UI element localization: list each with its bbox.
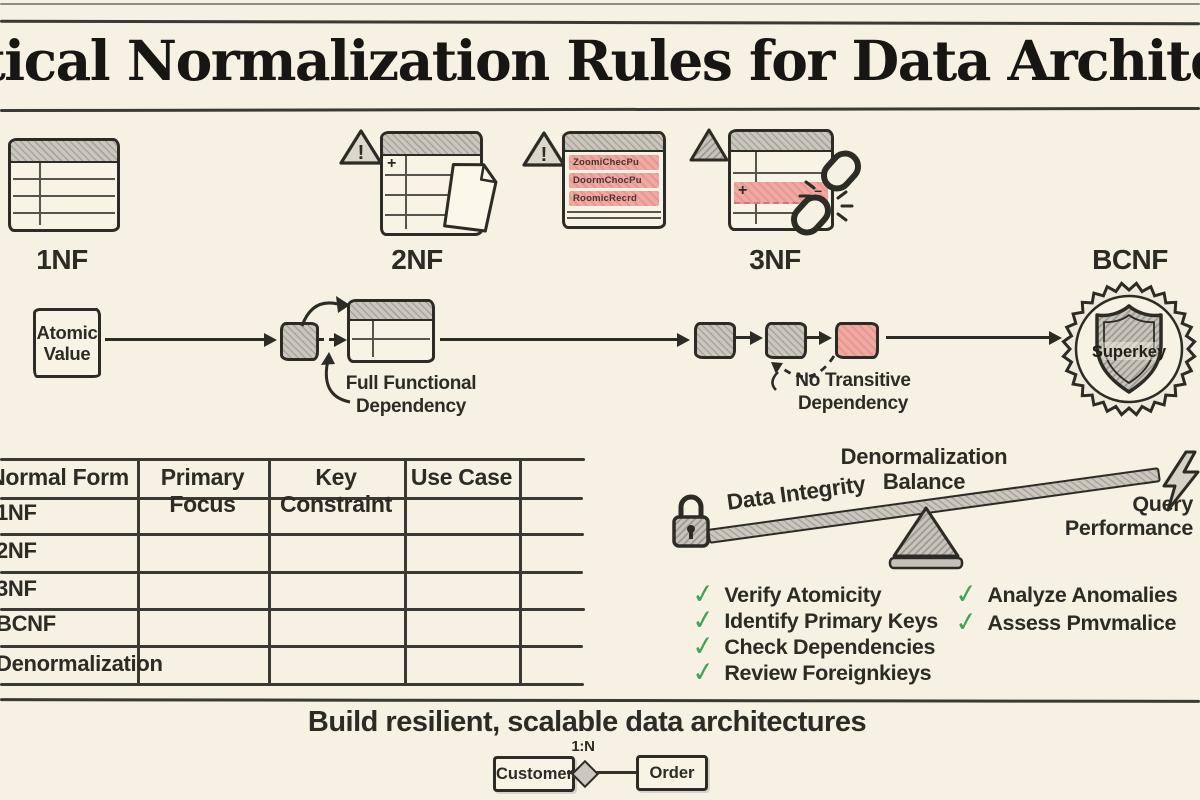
checklist-item: ✓ Review Foreignkieys bbox=[690, 655, 932, 689]
stage-label-3nf: 3NF bbox=[749, 244, 801, 275]
er-relationship-diamond bbox=[570, 759, 600, 789]
table-row-label: Denormalization bbox=[0, 651, 163, 676]
check-icon: ✓ bbox=[690, 629, 717, 663]
er-entity-customer: Customer bbox=[493, 756, 575, 792]
fulcrum bbox=[888, 506, 964, 570]
curved-arrow bbox=[300, 296, 350, 327]
col-header: Use Case bbox=[410, 464, 513, 490]
anomaly-table-icon: ZoomiChecPu DoormChocPu RoomicRecrd bbox=[562, 131, 666, 229]
atomic-value-label: Atomic Value bbox=[36, 322, 98, 364]
col-header: Normal Form bbox=[0, 464, 129, 490]
warning-icon: ! bbox=[339, 129, 383, 165]
page-title: Critical Normalization Rules for Data Ar… bbox=[0, 28, 1200, 93]
full-functional-dependency-label: Full Functional Dependency bbox=[345, 373, 477, 417]
dash-mark: – bbox=[814, 182, 822, 198]
stage-label-2nf: 2NF bbox=[391, 244, 443, 275]
stage-label-bcnf: BCNF bbox=[1092, 244, 1168, 275]
checklist-text: Identify Primary Keys bbox=[724, 609, 938, 633]
check-icon: ✓ bbox=[690, 655, 717, 689]
anomaly-row: ZoomiChecPu bbox=[569, 155, 659, 170]
anomaly-row: DoormChocPu bbox=[569, 173, 659, 188]
table-header-band bbox=[11, 141, 117, 163]
dashed-dependency-arrow bbox=[318, 338, 335, 341]
table-row-label: BCNF bbox=[0, 611, 56, 636]
lock-icon bbox=[672, 494, 710, 548]
checklist-item: ✓ Assess Pmvmalice bbox=[953, 605, 1177, 639]
svg-text:!: ! bbox=[541, 144, 548, 166]
2nf-result-table-icon bbox=[347, 299, 435, 363]
checklist-text: Verify Atomicity bbox=[724, 583, 882, 607]
bcnf-badge: Superkey bbox=[1061, 281, 1197, 417]
checklist-text: Analyze Anomalies bbox=[987, 583, 1178, 607]
flow-arrow bbox=[806, 336, 820, 339]
query-performance-label: Query Performance bbox=[1064, 492, 1193, 540]
attribute-box bbox=[765, 322, 807, 359]
no-transitive-dashed-arrow bbox=[771, 355, 836, 391]
checklist-item: ✓ Check Dependencies bbox=[690, 629, 936, 663]
header-rule-bottom bbox=[0, 106, 1200, 113]
er-cardinality-label: 1:N bbox=[571, 738, 595, 755]
plus-mark: + bbox=[738, 182, 748, 199]
footer-rule bbox=[0, 698, 1200, 703]
header-rule-top bbox=[0, 19, 1200, 26]
triangle-icon bbox=[689, 128, 729, 162]
checklist-text: Review Foreignkieys bbox=[724, 661, 932, 685]
checklist-item: ✓ Identify Primary Keys bbox=[690, 603, 938, 637]
check-icon: ✓ bbox=[953, 605, 980, 639]
col-header: Primary Focus bbox=[160, 464, 245, 517]
broken-link-icon bbox=[790, 150, 862, 236]
document-icon bbox=[443, 162, 498, 233]
check-icon: ✓ bbox=[953, 577, 980, 611]
anomaly-row: RoomicRecrd bbox=[569, 191, 659, 206]
checklist-text: Check Dependencies bbox=[724, 635, 936, 659]
superkey-label: Superkey bbox=[1092, 343, 1167, 361]
key-box bbox=[694, 322, 736, 359]
checklist-item: ✓ Verify Atomicity bbox=[690, 577, 882, 611]
er-entity-order: Order bbox=[636, 755, 708, 791]
curved-pointer-arrow bbox=[321, 352, 351, 404]
svg-text:!: ! bbox=[358, 142, 365, 164]
shield-icon bbox=[1095, 304, 1163, 394]
transitive-attribute-box bbox=[835, 322, 879, 359]
stage-label-1nf: 1NF bbox=[36, 244, 88, 275]
warning-icon: ! bbox=[522, 131, 566, 167]
er-connector-line bbox=[567, 771, 639, 774]
col-header: Key Constraint bbox=[279, 464, 392, 517]
table-row-label: 1NF bbox=[0, 500, 37, 525]
1nf-table-icon bbox=[8, 138, 120, 232]
no-transitive-dependency-label: No Transitive Dependency bbox=[795, 370, 911, 414]
check-icon: ✓ bbox=[690, 603, 717, 637]
table-row-label: 2NF bbox=[0, 538, 37, 563]
checklist-item: ✓ Analyze Anomalies bbox=[953, 577, 1178, 611]
flow-arrow bbox=[440, 338, 678, 341]
attribute-box bbox=[280, 322, 319, 361]
balance-title: Denormalization Balance bbox=[840, 444, 1008, 494]
plus-mark: + bbox=[387, 155, 397, 172]
table-row-label: 3NF bbox=[0, 576, 37, 601]
tagline: Build resilient, scalable data architect… bbox=[307, 706, 867, 738]
flow-arrow bbox=[105, 338, 265, 341]
lightning-icon bbox=[1162, 450, 1200, 512]
checklist-text: Assess Pmvmalice bbox=[987, 611, 1177, 635]
flow-arrow bbox=[736, 336, 751, 339]
flow-arrow bbox=[886, 336, 1050, 339]
top-edge-line bbox=[0, 3, 1200, 5]
atomic-value-box: Atomic Value bbox=[33, 308, 101, 378]
check-icon: ✓ bbox=[690, 577, 717, 611]
